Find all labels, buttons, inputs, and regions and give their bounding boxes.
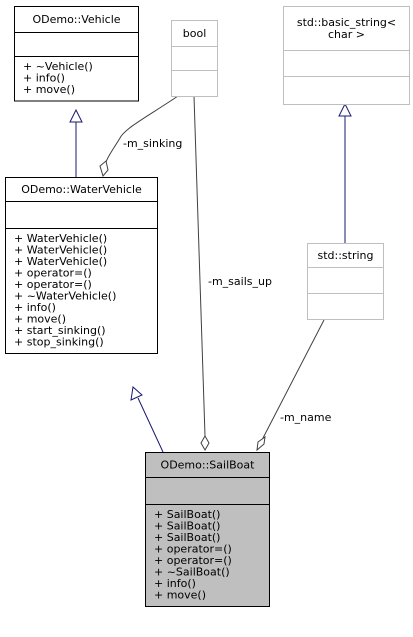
- class-box-frame: [171, 20, 218, 97]
- class-member: + ~WaterVehicle(): [14, 290, 116, 303]
- inheritance-edge-sailboat-watervehicle: [130, 386, 164, 453]
- class-title: ODemo::WaterVehicle: [21, 183, 142, 196]
- inheritance-edge-string-basicstring: [338, 102, 352, 243]
- class-member: + info(): [154, 577, 196, 590]
- class-member: + start_sinking(): [14, 324, 106, 337]
- class-box-frame: [307, 243, 384, 320]
- class-box-frame: [14, 6, 139, 102]
- class-title: std::basic_string<: [297, 16, 396, 29]
- class-box-bool: bool: [171, 20, 218, 97]
- class-box-odemo-vehicle: ODemo::Vehicle+ ~Vehicle()+ info()+ move…: [14, 6, 139, 102]
- class-member: + operator=(): [154, 543, 232, 556]
- class-member: + operator=(): [14, 267, 92, 280]
- class-member: + operator=(): [154, 554, 232, 567]
- class-member: + ~SailBoat(): [154, 566, 230, 579]
- class-box-std-basic-string: std::basic_string<char >: [283, 6, 410, 105]
- class-member: + SailBoat(): [154, 520, 220, 533]
- edge-label-m-sinking: -m_sinking: [123, 137, 182, 150]
- class-box-odemo-watervehicle: ODemo::WaterVehicle+ WaterVehicle()+ Wat…: [5, 177, 158, 354]
- class-box-odemo-sailboat: ODemo::SailBoat+ SailBoat()+ SailBoat()+…: [145, 452, 270, 607]
- class-box-frame: [145, 452, 270, 607]
- class-box-std-string: std::string: [307, 243, 384, 320]
- composition-edge-m-sinking: [99, 95, 179, 178]
- class-member: + move(): [23, 83, 75, 96]
- class-title: bool: [183, 27, 207, 40]
- composition-edge-m-sails-up: [193, 95, 210, 452]
- class-title: char >: [328, 28, 365, 41]
- class-member: + move(): [14, 313, 66, 326]
- class-member: + info(): [23, 72, 65, 85]
- class-member: + WaterVehicle(): [14, 255, 107, 268]
- class-title: std::string: [317, 249, 373, 262]
- class-member: + stop_sinking(): [14, 336, 104, 349]
- class-title: ODemo::Vehicle: [32, 13, 120, 26]
- class-member: + info(): [14, 301, 56, 314]
- class-member: + WaterVehicle(): [14, 244, 107, 257]
- edge-label-m-name: -m_name: [280, 411, 332, 424]
- class-member: + ~Vehicle(): [23, 60, 93, 73]
- class-member: + operator=(): [14, 278, 92, 291]
- edge-label-m-sails-up: -m_sails_up: [208, 275, 272, 288]
- inheritance-edge-watervehicle-vehicle: [69, 108, 83, 177]
- class-box-frame: [5, 177, 158, 354]
- class-box-frame: [283, 6, 410, 105]
- class-title: ODemo::SailBoat: [161, 459, 256, 472]
- class-member: + WaterVehicle(): [14, 232, 107, 245]
- class-member: + SailBoat(): [154, 531, 220, 544]
- class-member: + SailBoat(): [154, 508, 220, 521]
- composition-edge-m-name: [256, 319, 325, 452]
- class-member: + move(): [154, 589, 206, 602]
